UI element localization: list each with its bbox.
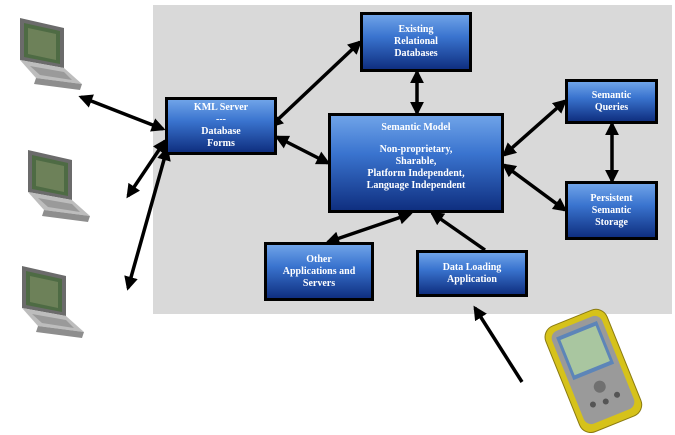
box-line: Platform Independent, bbox=[367, 168, 465, 179]
semantic-model-title: Semantic Model bbox=[381, 122, 451, 133]
arrow-gps-data-loading bbox=[473, 305, 524, 383]
box-line: Storage bbox=[595, 216, 628, 228]
arrow-data-loading-semantic-model bbox=[429, 211, 487, 252]
box-line: Queries bbox=[594, 101, 629, 113]
box-line: Existing bbox=[398, 24, 434, 35]
persistent-semantic-storage-box: Persistent Semantic Storage bbox=[565, 181, 658, 240]
existing-databases-box: Existing Relational Databases bbox=[360, 12, 472, 72]
arrow-semantic-model-other-apps bbox=[325, 210, 413, 246]
box-line: Semantic bbox=[591, 204, 632, 216]
box-line: KML Server bbox=[193, 102, 249, 113]
arrow-kml-existing-db bbox=[268, 40, 363, 128]
box-line: Semantic bbox=[591, 89, 632, 101]
box-line: Non-proprietary, bbox=[379, 144, 453, 155]
box-line: Other bbox=[306, 253, 332, 265]
gps-handheld-icon bbox=[544, 308, 643, 433]
semantic-model-box: Semantic Model Non-proprietary, Sharable… bbox=[328, 113, 504, 213]
box-line: Relational bbox=[394, 36, 438, 47]
box-line: Sharable, bbox=[395, 156, 437, 167]
box-line: Database bbox=[201, 126, 241, 137]
box-line: Language Independent bbox=[366, 180, 466, 191]
box-line: Servers bbox=[302, 277, 336, 289]
other-applications-box: Other Applications and Servers bbox=[264, 242, 374, 301]
laptop-icon bbox=[28, 150, 90, 222]
kml-server-box: KML Server --- Database Forms bbox=[165, 97, 277, 155]
box-line: Databases bbox=[394, 48, 438, 59]
box-line: Application bbox=[446, 273, 497, 285]
box-line: Applications and bbox=[282, 265, 356, 277]
arrow-kml-semantic-model bbox=[274, 135, 331, 165]
box-line: --- bbox=[216, 114, 226, 125]
laptop-icon bbox=[22, 266, 84, 338]
arrow-semantic-model-queries bbox=[501, 99, 568, 157]
box-line: Forms bbox=[207, 138, 235, 149]
arrow-semantic-model-storage bbox=[501, 163, 568, 212]
box-line: Persistent bbox=[590, 192, 633, 204]
laptop-icon bbox=[20, 18, 82, 90]
box-line: Data Loading bbox=[442, 261, 502, 273]
semantic-queries-box: Semantic Queries bbox=[565, 79, 658, 124]
arrow-laptop3-kml bbox=[124, 146, 171, 291]
data-loading-application-box: Data Loading Application bbox=[416, 250, 528, 297]
arrow-laptop2-kml bbox=[126, 138, 167, 199]
arrow-laptop1-kml bbox=[78, 94, 166, 132]
